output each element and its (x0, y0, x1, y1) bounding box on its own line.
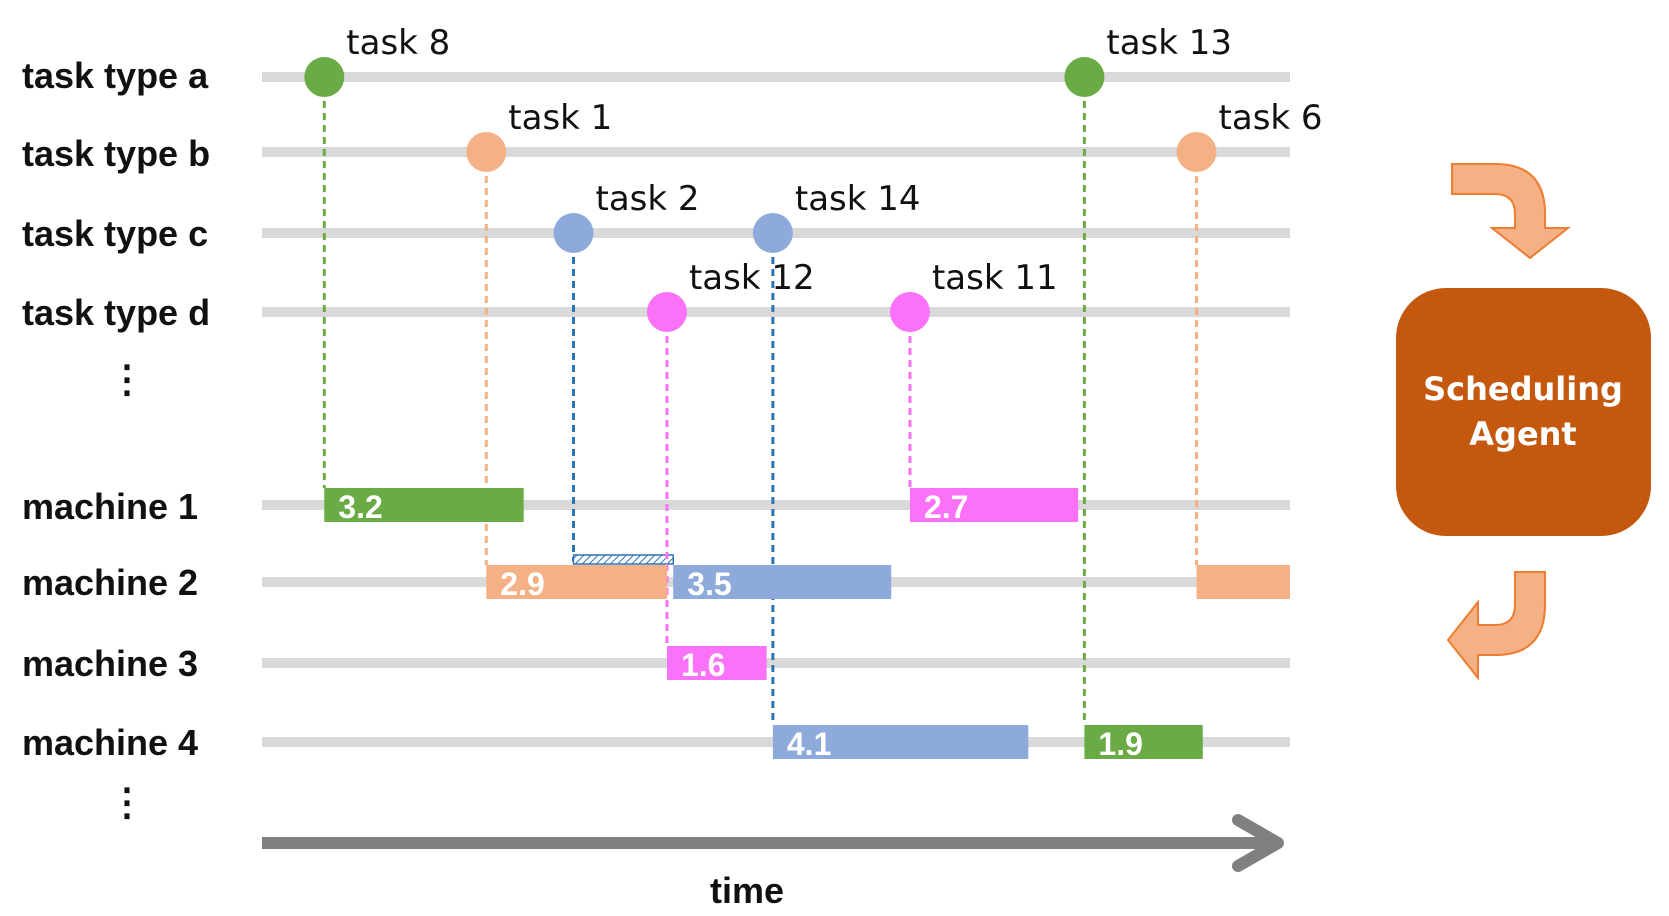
machine-labels: machine 1 machine 2 machine 3 machine 4 … (22, 486, 198, 824)
task-name-label: task 11 (932, 258, 1058, 298)
task-duration-label: 4.1 (787, 726, 831, 762)
task-arrival-nodes: task 8 task 1 task 2 task 14 task 12 task 11 t… (304, 23, 1323, 332)
task-execution-bar (772, 725, 1029, 759)
task-name-label: task 1 (508, 98, 612, 138)
curved-arrow-left-icon (1446, 571, 1546, 681)
task-execution-bar (666, 646, 767, 680)
task-arrival-node (889, 292, 930, 332)
task-name-label: task 14 (795, 179, 921, 219)
scheduling-agent-label-line2: Agent (1469, 415, 1576, 453)
machine-task-bars: 3.2 2.9 3.5 4.1 1.6 2.7 1.9 (324, 488, 1290, 762)
task-connectors (322, 77, 1199, 725)
task-duration-label: 3.2 (338, 489, 382, 525)
task-arrival-node (1176, 132, 1217, 172)
task-arrival-node (304, 57, 345, 97)
task-name-label: task 8 (346, 23, 450, 63)
task-duration-label: 1.9 (1098, 726, 1142, 762)
task-name-label: task 13 (1106, 23, 1232, 63)
task-execution-bar (324, 488, 524, 522)
machine-3-label: machine 3 (22, 643, 198, 684)
scheduling-agent-label-line1: Scheduling (1423, 370, 1623, 408)
task-duration-label: 2.7 (924, 489, 968, 525)
curved-arrow-down-icon (1451, 163, 1571, 260)
scheduling-agent-box: Scheduling Agent (1396, 288, 1651, 536)
task-arrival-node (646, 292, 687, 332)
machine-4-label: machine 4 (22, 722, 198, 763)
task-type-d-label: task type d (22, 292, 210, 333)
task-duration-label: 3.5 (687, 566, 731, 602)
task-execution-bar (1084, 725, 1203, 759)
task-name-label: task 12 (689, 258, 815, 298)
task-type-c-label: task type c (22, 213, 208, 254)
task-connector-line (572, 233, 674, 562)
time-axis: time (262, 814, 1284, 911)
machine-2-label: machine 2 (22, 562, 198, 603)
task-name-label: task 6 (1219, 98, 1323, 138)
task-execution-bar (673, 565, 892, 599)
task-type-labels: task type a task type b task type c task… (22, 55, 210, 401)
task-execution-bar (909, 488, 1079, 522)
task-execution-bar (486, 565, 667, 599)
task-duration-label: 2.9 (500, 566, 544, 602)
machine-1-label: machine 1 (22, 486, 198, 527)
task-name-label: task 2 (596, 179, 700, 219)
time-axis-arrowhead (1232, 814, 1284, 872)
machines-ellipsis: ⋮ (108, 782, 146, 824)
time-axis-label: time (710, 870, 784, 911)
timeline-tracks (262, 72, 1290, 747)
task-type-a-label: task type a (22, 55, 209, 96)
task-arrival-node (1064, 57, 1105, 97)
task-type-b-label: task type b (22, 133, 210, 174)
task-types-ellipsis: ⋮ (108, 359, 146, 401)
task-arrival-node (752, 213, 793, 253)
task-duration-label: 1.6 (681, 647, 725, 683)
task-arrival-node (553, 213, 594, 253)
scheduling-agent-rect (1396, 288, 1651, 536)
task-execution-bar (1196, 565, 1290, 599)
waiting-period-bar (572, 554, 674, 565)
task-arrival-node (466, 132, 507, 172)
